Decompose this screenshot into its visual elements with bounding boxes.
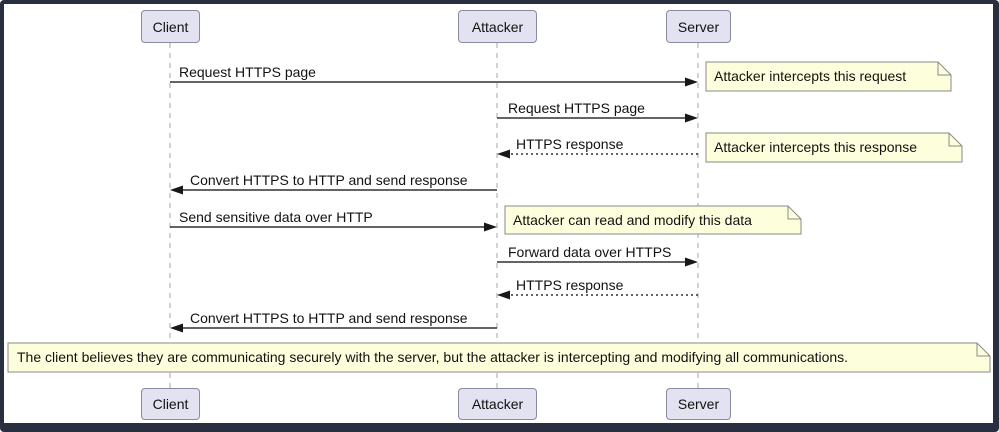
note-fold-icon (787, 206, 801, 220)
note-shape-read-modify (504, 205, 802, 235)
participant-client-top: Client (141, 10, 200, 43)
note-text-summary: The client believes they are communicati… (17, 349, 849, 365)
message-label-4: Convert HTTPS to HTTP and send response (190, 172, 468, 188)
participant-label: Server (677, 18, 720, 35)
message-label-1: Request HTTPS page (179, 64, 316, 80)
participant-attacker-bottom: Attacker (458, 388, 537, 420)
arrowhead-right-icon (685, 113, 698, 123)
message-label-6: Forward data over HTTPS (508, 244, 672, 260)
participant-label: Attacker (471, 18, 524, 35)
arrowhead-left-icon (170, 185, 183, 195)
message-label-8: Convert HTTPS to HTTP and send response (190, 310, 468, 326)
note-text-intercept-response: Attacker intercepts this response (714, 139, 918, 155)
note-fold-icon (937, 62, 951, 76)
participant-attacker-top: Attacker (458, 10, 537, 43)
message-label-2: Request HTTPS page (508, 100, 645, 116)
participant-label: Client (152, 18, 189, 35)
arrowhead-left-icon (497, 149, 510, 159)
message-label-7: HTTPS response (516, 277, 624, 293)
note-shape-intercept-request (705, 61, 952, 92)
message-label-3: HTTPS response (516, 136, 624, 152)
participant-server-bottom: Server (666, 388, 731, 420)
note-shape-summary (7, 342, 991, 373)
note-text-intercept-request: Attacker intercepts this request (714, 68, 907, 84)
note-text-read-modify: Attacker can read and modify this data (513, 212, 752, 228)
note-fold-icon (976, 343, 990, 357)
arrowhead-right-icon (484, 222, 497, 232)
participant-label: Server (677, 396, 720, 412)
arrowhead-right-icon (685, 77, 698, 87)
note-shape-intercept-response (705, 132, 963, 163)
arrowhead-left-icon (170, 323, 183, 333)
note-fold-icon (948, 133, 962, 147)
arrowhead-left-icon (497, 290, 510, 300)
participant-label: Attacker (471, 396, 524, 412)
arrowhead-right-icon (685, 257, 698, 267)
participant-client-bottom: Client (141, 388, 200, 420)
participant-label: Client (152, 396, 189, 412)
message-label-5: Send sensitive data over HTTP (179, 209, 373, 225)
participant-server-top: Server (666, 10, 731, 43)
